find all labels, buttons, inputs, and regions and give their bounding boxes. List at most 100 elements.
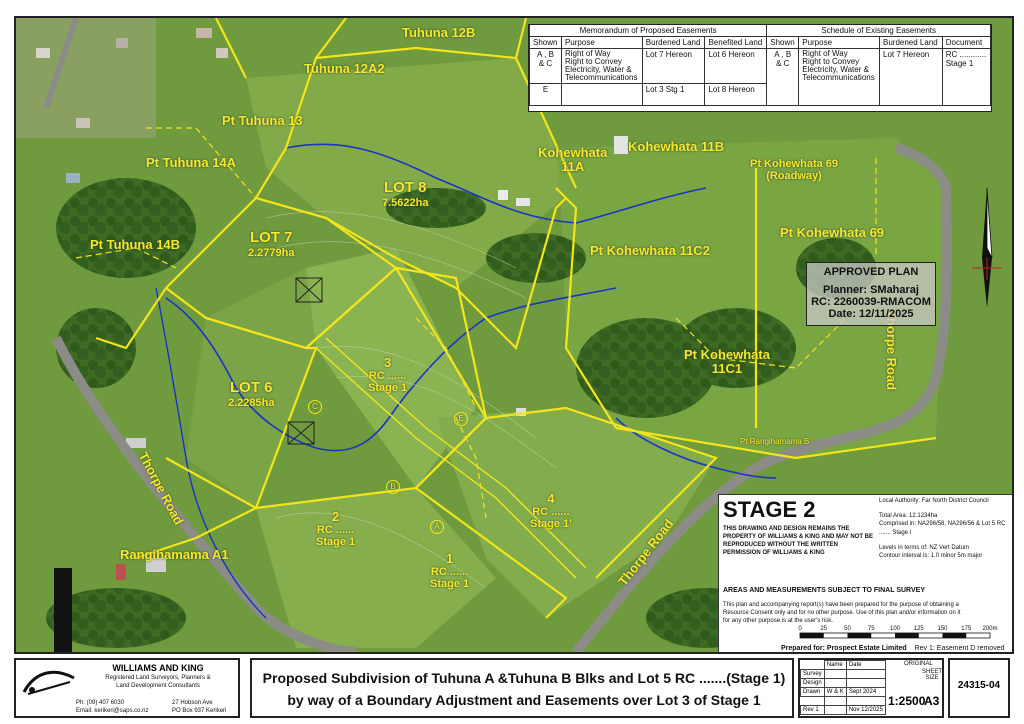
lot-1-number: 1: [445, 551, 454, 566]
parcel-label-kohewhata-11b: Kohewhata 11B: [628, 139, 725, 154]
reference-box: 24315-04: [948, 658, 1010, 718]
parcel-label-roadway-line1: Pt Kohewhata 69: [750, 158, 839, 170]
dt-date-header: Date: [845, 660, 887, 670]
memo-title-existing: Schedule of Existing Easements: [766, 25, 991, 37]
easement-corridor: [315, 337, 587, 579]
stream-north: [285, 143, 707, 224]
lot-7-area: 2.2779ha: [248, 246, 295, 259]
parcel-label-11c1-line2: 11C1: [711, 361, 743, 377]
lot-2-number: 2: [331, 509, 340, 524]
dt-name-header: Name: [823, 660, 847, 670]
parcel-label-11c1-line1: Pt Kohewhata: [684, 347, 770, 362]
bush-west: [56, 178, 196, 278]
memo-title-proposed: Memorandum of Proposed Easements: [528, 25, 768, 37]
scale-tick-label: 25: [820, 626, 827, 632]
company-phone: Ph: (09) 407 6030: [76, 700, 125, 706]
lot-1-stage: Stage 1: [430, 578, 470, 591]
memo-header-burdened: Burdened Land: [641, 36, 706, 49]
drawing-reference: 24315-04: [957, 680, 1001, 691]
lot-4-rc: RC ......: [532, 506, 570, 519]
existing-header-document: Document: [941, 36, 992, 49]
approved-date: Date: 12/11/2025: [828, 308, 914, 320]
lot-2-stage: Stage 1: [316, 536, 356, 549]
thorpe-road-east: [572, 143, 952, 652]
parcel-label-kohewhata-11a-line1: Kohewhata: [538, 145, 608, 160]
drawing-title-box: Proposed Subdivision of Tuhuna A &Tuhuna…: [250, 658, 794, 718]
contour-interval: Contour interval is: 1.0 minor 5m major: [879, 553, 983, 560]
dt-rev-date: Nov 12/2025: [845, 705, 887, 715]
lot-3-label: 3 RC ...... Stage 1: [368, 355, 407, 394]
parcel-label-pt-rangihamama-b: Pt Rangihamama B: [740, 437, 810, 446]
lot-4-number: 4: [547, 491, 555, 506]
existing-header-burdened: Burdened Land: [879, 36, 943, 49]
parcel-label-roadway-line2: (Roadway): [766, 170, 822, 183]
memo-header-benefited: Benefited Land: [704, 36, 768, 49]
memo-row1-burdened: Lot 7 Hereon: [641, 48, 706, 84]
dt-drawn-by: W & K: [823, 687, 847, 697]
memo-header-purpose: Purpose: [560, 36, 643, 49]
lot-1-rc: RC ......: [430, 566, 469, 579]
dt-design: Design: [800, 678, 825, 688]
memo-header-shown: Shown: [529, 36, 562, 49]
lot-2-rc: RC ......: [316, 524, 355, 537]
existing-header-purpose: Purpose: [798, 36, 880, 49]
lot-6-area: 2.2285ha: [228, 396, 275, 409]
copyright-notice: THIS DRAWING AND DESIGN REMAINS THE PROP…: [723, 526, 874, 557]
parcel-label-pt-kohewhata-69-roadway: Pt Kohewhata 69 (Roadway): [750, 158, 838, 182]
levels: Levels in terms of: NZ Vert Datum: [879, 544, 970, 551]
company-address-1: 27 Hobson Ave: [172, 700, 213, 706]
parcel-label-pt-tuhuna-14b: Pt Tuhuna 14B: [90, 237, 181, 252]
survey-note: AREAS AND MEASUREMENTS SUBJECT TO FINAL …: [723, 587, 925, 594]
memo-row2-burdened: Lot 3 Stg 1: [641, 83, 706, 106]
parcel-label-tuhuna-12a2: Tuhuna 12A2: [304, 61, 385, 76]
company-tagline-2: Land Development Consultants: [116, 683, 200, 689]
paddock-lot8: [246, 58, 576, 288]
parcel-label-pt-tuhuna-14a: Pt Tuhuna 14A: [146, 155, 237, 170]
lot-8-name: LOT 8: [383, 179, 427, 196]
total-area: Total Area: 12.1234ha: [879, 512, 938, 519]
drawing-title-line-1: Proposed Subdivision of Tuhuna A &Tuhuna…: [262, 670, 786, 686]
parcel-label-pt-kohewhata-11c1: Pt Kohewhata 11C1: [684, 347, 770, 377]
company-address-2: PO Box 937 Kerikeri: [172, 708, 227, 714]
approved-title: APPROVED PLAN: [823, 266, 919, 278]
dt-drawn: Drawn: [800, 687, 825, 697]
north-arrow-icon: [972, 188, 1002, 308]
prepared-for-client: Prepared for: Prospect Estate Limited: [781, 645, 907, 652]
company-tagline-1: Registered Land Surveyors, Planners &: [105, 675, 211, 681]
dt-drawn-date: Sept 2024: [845, 687, 887, 697]
thorpe-road-west: [51, 335, 357, 652]
memo-row2-shown: E: [529, 83, 562, 106]
sheet-size: A3: [924, 694, 940, 708]
company-email: Email: kerikeri@saps.co.nz: [76, 708, 149, 714]
parcel-label-pt-tuhuna-13: Pt Tuhuna 13: [222, 113, 303, 128]
parcel-label-rangihamama-a1: Rangihamama A1: [120, 547, 229, 562]
memo-row1-benefited: Lot 6 Hereon: [704, 48, 768, 84]
lot-6-label: LOT 6 2.2285ha: [228, 379, 275, 409]
parcel-label-pt-kohewhata-11c2: Pt Kohewhata 11C2: [590, 243, 710, 258]
comprised-in: Comprised in: NA296/58, NA296/56 & Lot 5…: [879, 521, 1006, 537]
dt-rev: Rev 1: [800, 705, 825, 715]
lot-4-stage: Stage 1': [530, 518, 572, 531]
scale-tick-label: 75: [868, 626, 875, 632]
existing-row1-shown: A , B & C: [766, 48, 800, 106]
scale-tick-label: 50: [844, 626, 851, 632]
plan-details: Local Authority: Far North District Coun…: [879, 497, 1009, 561]
memo-row2-benefited: Lot 8 Hereon: [704, 83, 768, 106]
dt-survey: Survey: [800, 669, 825, 679]
scale-tick-label: 175: [961, 626, 972, 632]
memo-row1-shown: A , B & C: [529, 48, 562, 84]
stream-central: [165, 287, 617, 452]
lot-2-label: 2 RC ...... Stage 1: [316, 509, 356, 549]
approved-planner: Planner: SMaharaj: [823, 284, 919, 296]
drawing-title-line-2: by way of a Boundary Adjustment and Ease…: [287, 692, 761, 708]
approved-plan-stamp: APPROVED PLAN Planner: SMaharaj RC: 2260…: [806, 262, 936, 326]
lot-7-label: LOT 7 2.2779ha: [248, 229, 295, 259]
scale-tick-label: 125: [914, 626, 925, 632]
parcel-label-tuhuna-12b: Tuhuna 12B: [402, 25, 476, 40]
easement-marker-a: A: [430, 520, 444, 534]
title-block: WILLIAMS AND KING Registered Land Survey…: [0, 654, 1024, 724]
easement-marker-e: E: [454, 412, 468, 426]
